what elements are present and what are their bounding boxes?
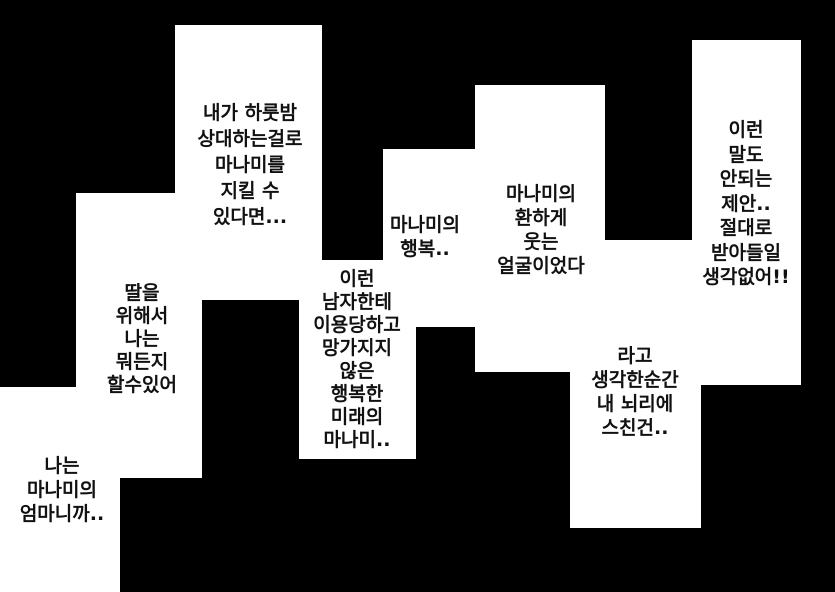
- caption-line: 받아들일: [711, 241, 781, 264]
- caption-smile: 마나미의 환하게 웃는 얼굴이었다: [497, 182, 584, 278]
- caption-line: 위해서: [115, 305, 169, 327]
- caption-line: 제안..: [721, 192, 771, 215]
- caption-line: 마나미..: [323, 429, 391, 451]
- caption-one-night: 내가 하룻밤 상대하는걸로 마나미를 지킬 수 있다면...: [198, 100, 303, 230]
- caption-happiness: 마나미의 행복..: [390, 213, 460, 261]
- caption-line: 생각한순간: [591, 369, 679, 391]
- caption-daughter: 딸을 위해서 나는 뭐든지 할수있어: [107, 282, 177, 397]
- caption-line: 마나미의: [390, 214, 460, 236]
- caption-line: 딸을: [124, 282, 160, 304]
- caption-line: 있다면...: [212, 206, 288, 228]
- caption-line: 내 뇌리에: [596, 393, 674, 415]
- caption-line: 마나미의: [27, 479, 97, 501]
- caption-line: 이런: [728, 119, 764, 141]
- caption-line: 이런: [339, 268, 375, 290]
- caption-line: 마나미의: [506, 183, 576, 205]
- caption-line: 말도: [728, 143, 764, 166]
- caption-mother: 나는 마나미의 엄마니까..: [20, 454, 104, 526]
- caption-line: 생각없어!!: [702, 266, 790, 288]
- caption-line: 지킬 수: [220, 180, 280, 202]
- caption-line: 나는: [44, 455, 80, 477]
- caption-line: 스친건..: [601, 417, 669, 439]
- caption-line: 나는: [124, 328, 160, 350]
- caption-line: 절대로: [719, 217, 773, 239]
- caption-line: 환하게: [514, 207, 568, 229]
- caption-future: 이런 남자한테 이용당하고 망가지지 않은 행복한 미래의 마나미..: [313, 268, 400, 452]
- caption-line: 엄마니까..: [19, 503, 105, 525]
- caption-line: 이용당하고: [313, 314, 401, 336]
- caption-line: 내가 하룻밤: [202, 102, 298, 124]
- caption-thought: 라고 생각한순간 내 뇌리에 스친건..: [591, 344, 678, 440]
- caption-line: 할수있어: [107, 374, 177, 396]
- caption-refusal: 이런 말도 안되는 제안.. 절대로 받아들일 생각없어!!: [702, 118, 789, 290]
- caption-line: 마나미를: [215, 154, 285, 176]
- caption-line: 뭐든지: [115, 351, 169, 373]
- caption-line: 망가지지: [322, 337, 392, 359]
- caption-line: 미래의: [330, 406, 384, 428]
- white-caption-area: [0, 25, 801, 592]
- caption-line: 않은: [339, 360, 375, 382]
- caption-line: 얼굴이었다: [497, 255, 585, 277]
- caption-line: 상대하는걸로: [197, 128, 303, 150]
- caption-line: 남자한테: [322, 291, 392, 313]
- caption-line: 행복..: [400, 238, 450, 260]
- caption-line: 행복한: [330, 383, 384, 405]
- caption-line: 라고: [617, 345, 653, 367]
- caption-line: 안되는: [719, 168, 773, 190]
- caption-line: 웃는: [523, 231, 559, 253]
